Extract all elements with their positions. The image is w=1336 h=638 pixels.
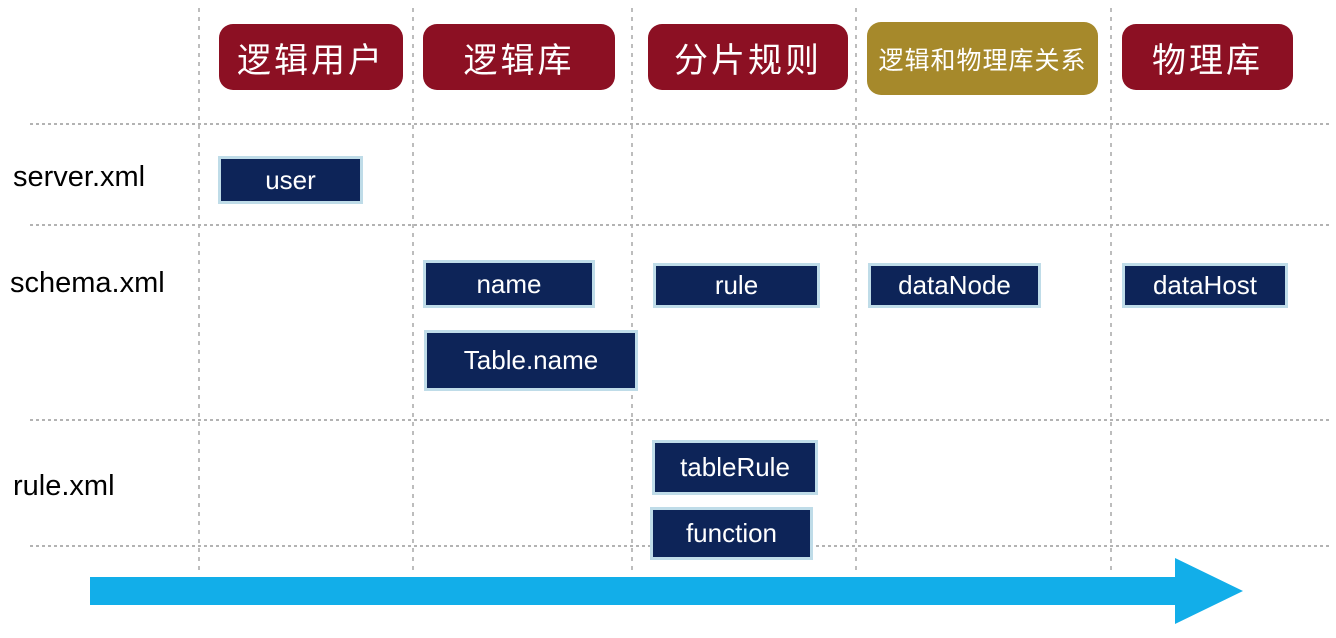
node-table-name: Table.name [424, 330, 638, 391]
column-header-logical-user: 逻辑用户 [219, 24, 403, 90]
column-header-physical-db: 物理库 [1122, 24, 1293, 90]
grid-hline-3 [30, 419, 1330, 421]
node-datahost: dataHost [1122, 263, 1288, 308]
row-label-schema-xml: schema.xml [10, 267, 165, 299]
column-header-logical-physical-relation: 逻辑和物理库关系 [867, 22, 1098, 95]
node-datanode: dataNode [868, 263, 1041, 308]
column-header-logical-db: 逻辑库 [423, 24, 615, 90]
row-label-rule-xml: rule.xml [13, 470, 115, 502]
node-function: function [650, 507, 813, 560]
node-name: name [423, 260, 595, 308]
grid-vline-3 [631, 8, 633, 572]
grid-hline-2 [30, 224, 1330, 226]
flow-arrow-body [90, 577, 1175, 605]
grid-vline-2 [412, 8, 414, 572]
flow-arrow-head-icon [1175, 558, 1243, 624]
node-tablerule: tableRule [652, 440, 818, 495]
node-rule: rule [653, 263, 820, 308]
column-header-sharding-rule: 分片规则 [648, 24, 848, 90]
grid-hline-1 [30, 123, 1330, 125]
grid-vline-4 [855, 8, 857, 572]
node-user: user [218, 156, 363, 204]
grid-vline-5 [1110, 8, 1112, 572]
grid-vline-1 [198, 8, 200, 572]
row-label-server-xml: server.xml [13, 161, 146, 193]
